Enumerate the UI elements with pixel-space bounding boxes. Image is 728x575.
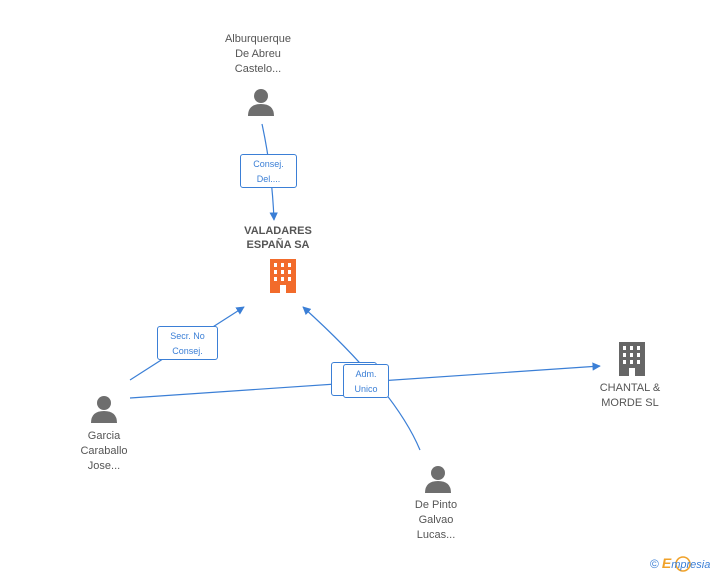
node-label-depinto[interactable]: De Pinto Galvao Lucas... [414, 499, 458, 541]
edge-label-adm-unico-front[interactable]: Adm. Unico [343, 364, 389, 398]
person-icon[interactable] [425, 466, 451, 493]
brand-initial: E [661, 555, 672, 571]
node-label-alburquerque[interactable]: Alburquerque De Abreu Castelo... [224, 33, 292, 75]
edge-label-secr-no-consej[interactable]: Secr. No Consej. [157, 326, 218, 360]
copyright-symbol: © [650, 557, 659, 571]
node-label-valadares[interactable]: VALADARES ESPAÑA SA [244, 225, 312, 251]
empresia-logo-icon [675, 556, 691, 572]
brand-name: mpresia [671, 559, 711, 571]
footer-brand: ©Empresia [650, 555, 710, 573]
edge-label-consej-del[interactable]: Consej. Del.... [240, 154, 297, 188]
node-label-chantal[interactable]: CHANTAL & MORDE SL [599, 382, 661, 409]
node-label-garcia[interactable]: Garcia Caraballo Jose... [80, 430, 128, 472]
person-icon[interactable] [91, 396, 117, 423]
person-icon[interactable] [248, 89, 274, 116]
building-icon[interactable] [270, 259, 296, 293]
building-icon[interactable] [619, 342, 645, 376]
